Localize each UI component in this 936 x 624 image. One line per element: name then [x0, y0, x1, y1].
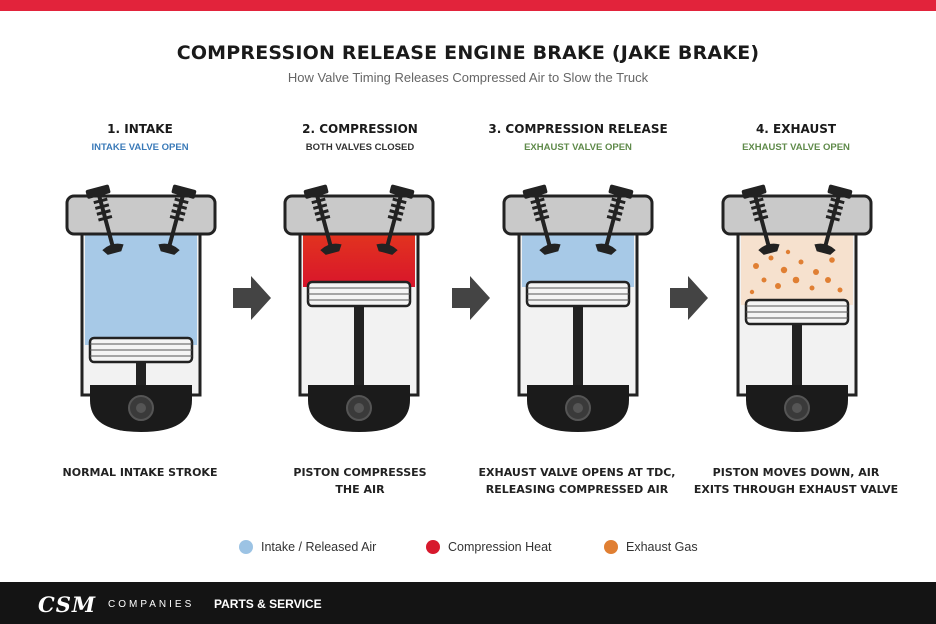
- cylinder-head: [283, 194, 435, 236]
- exhaust-valve: [814, 184, 853, 255]
- engine-cylinder-intake: [65, 184, 217, 432]
- legend-label: Compression Heat: [448, 540, 552, 554]
- stage-status: EXHAUST VALVE OPEN: [742, 142, 850, 153]
- stage-header-intake: 1. INTAKE INTAKE VALVE OPEN: [40, 122, 240, 153]
- caption-line: PISTON COMPRESSES: [293, 466, 427, 479]
- intake-valve: [741, 184, 780, 255]
- caption-line: THE AIR: [335, 483, 385, 496]
- intake-valve: [303, 184, 342, 255]
- caption-line: EXITS THROUGH EXHAUST VALVE: [693, 483, 899, 496]
- company-logo: CSM: [38, 592, 97, 617]
- stage-caption-compression-release: EXHAUST VALVE OPENS AT TDC, RELEASING CO…: [467, 464, 687, 498]
- footer-section-label: PARTS & SERVICE: [214, 597, 322, 611]
- footer-bar: CSM COMPANIES PARTS & SERVICE: [0, 582, 936, 624]
- caption-line: PISTON MOVES DOWN, AIR: [712, 466, 880, 479]
- cylinder-head: [65, 194, 217, 236]
- page-title: COMPRESSION RELEASE ENGINE BRAKE (JAKE B…: [176, 42, 760, 64]
- exhaust-gas-particles: [749, 247, 843, 295]
- connecting-rod: [573, 306, 583, 392]
- engine-cylinder-compression-release: [502, 184, 654, 432]
- connecting-rod: [354, 306, 364, 392]
- arrow-right-icon: [670, 276, 708, 320]
- page-subtitle: How Valve Timing Releases Compressed Air…: [287, 70, 649, 85]
- legend-swatch: [239, 540, 253, 554]
- engine-cylinder-compression: [283, 184, 435, 432]
- stage-title: 2. COMPRESSION: [302, 122, 418, 136]
- legend-item-intake-air: Intake / Released Air: [239, 538, 376, 556]
- exhaust-valve: [376, 184, 415, 255]
- cylinder-head: [721, 194, 873, 236]
- stage-title: 3. COMPRESSION RELEASE: [488, 122, 668, 136]
- connecting-rod: [136, 362, 146, 392]
- caption-line: EXHAUST VALVE OPENS AT TDC,: [478, 466, 676, 479]
- intake-valve: [85, 184, 124, 255]
- company-logo-suffix: COMPANIES: [108, 599, 195, 610]
- stage-header-compression-release: 3. COMPRESSION RELEASE EXHAUST VALVE OPE…: [478, 122, 678, 153]
- caption-line: RELEASING COMPRESSED AIR: [485, 483, 669, 496]
- legend-item-compression-heat: Compression Heat: [426, 538, 552, 556]
- legend-swatch: [426, 540, 440, 554]
- connecting-rod: [792, 324, 802, 392]
- stage-status: EXHAUST VALVE OPEN: [524, 142, 632, 153]
- arrow-right-icon: [233, 276, 271, 320]
- stage-header-exhaust: 4. EXHAUST EXHAUST VALVE OPEN: [696, 122, 896, 153]
- caption-line: NORMAL INTAKE STROKE: [62, 466, 218, 479]
- stage-header-compression: 2. COMPRESSION BOTH VALVES CLOSED: [260, 122, 460, 153]
- cylinder-head: [502, 194, 654, 236]
- legend-item-exhaust-gas: Exhaust Gas: [604, 538, 698, 556]
- arrow-right-icon: [452, 276, 490, 320]
- stage-title: 4. EXHAUST: [755, 122, 837, 136]
- stage-status: INTAKE VALVE OPEN: [91, 142, 189, 153]
- stage-caption-compression: PISTON COMPRESSES THE AIR: [250, 464, 470, 498]
- stage-title: 1. INTAKE: [107, 122, 173, 136]
- legend-label: Intake / Released Air: [261, 540, 377, 554]
- exhaust-valve: [595, 184, 634, 255]
- legend-swatch: [604, 540, 618, 554]
- engine-cylinder-exhaust: [721, 184, 873, 432]
- stage-caption-intake: NORMAL INTAKE STROKE: [30, 464, 250, 481]
- stage-caption-exhaust: PISTON MOVES DOWN, AIR EXITS THROUGH EXH…: [686, 464, 906, 498]
- legend-label: Exhaust Gas: [626, 540, 698, 554]
- top-accent-bar: [0, 0, 936, 11]
- exhaust-valve: [158, 184, 197, 255]
- stage-status: BOTH VALVES CLOSED: [305, 142, 415, 153]
- intake-valve: [522, 184, 561, 255]
